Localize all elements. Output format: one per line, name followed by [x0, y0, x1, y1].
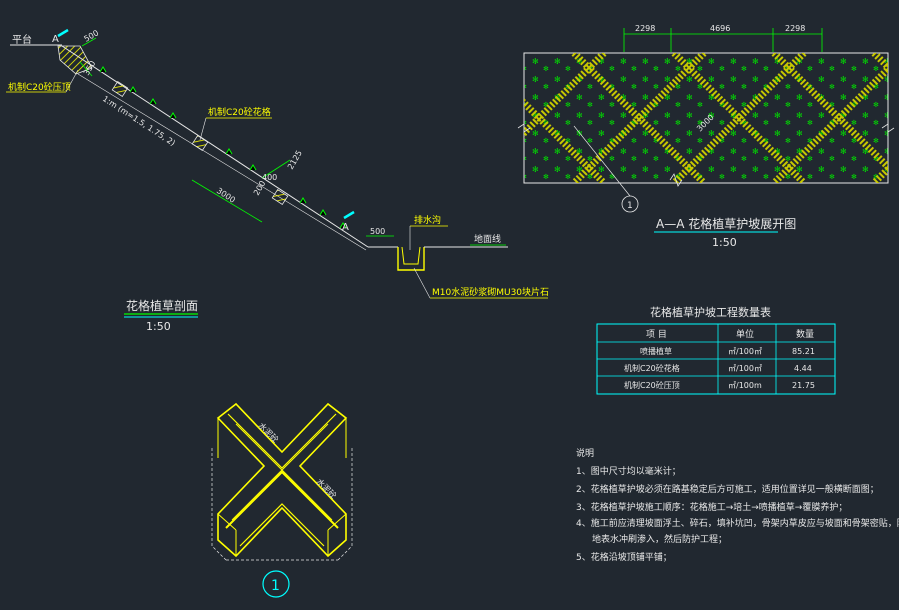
label-a-right: A [342, 222, 349, 233]
elevation-view: 2298 4696 2298 3000 [517, 24, 895, 249]
label-dim-400: 400 [262, 173, 277, 182]
table-row-2-unit: ㎡/100㎡ [728, 364, 762, 373]
detail-callout-circle [262, 570, 290, 598]
grid-block-1 [111, 80, 129, 98]
table-row-2-qty: 4.44 [794, 364, 812, 373]
elev-callout: 1 [627, 201, 633, 211]
label-platform: 平台 [12, 33, 32, 46]
label-drain: 排水沟 [414, 214, 441, 226]
note-4: 4、施工前应清理坡面浮土、碎石，填补坑凹，骨架内草皮应与坡面和骨架密贴，防止 [576, 517, 899, 529]
label-a-left: A [52, 34, 59, 45]
table-header-unit: 单位 [736, 328, 754, 340]
section-title: 花格植草剖面 [126, 298, 198, 313]
notes-block: 说明 1、图中尺寸均以毫米计； 2、花格植草护坡必须在路基稳定后方可施工，适用位… [576, 447, 899, 563]
table-row-3-unit: ㎡/100m [728, 381, 762, 390]
detail-label-a: 水泥砼 [257, 420, 281, 444]
table-row-1-unit: ㎡/100㎡ [728, 347, 762, 356]
label-dim-3000: 3000 [215, 186, 237, 205]
note-2: 2、花格植草护坡必须在路基稳定后方可施工，适用位置详见一般横断面图； [576, 483, 879, 495]
detail-label-b: 水泥砼 [315, 476, 339, 500]
table-title: 花格植草护坡工程数量表 [650, 305, 771, 319]
label-top-beam: 机制C20砼压顶 [8, 81, 71, 93]
section-scale: 1:50 [146, 320, 171, 333]
table-row-3-item: 机制C20砼压顶 [624, 380, 680, 390]
note-4-cont: 地表水冲刷渗入，然后防护工程； [592, 533, 727, 545]
slope-line-inner [77, 73, 367, 251]
note-5: 5、花格沿坡顶铺平铺； [576, 551, 672, 563]
notes-title: 说明 [576, 447, 594, 459]
slope-grass-marks [99, 66, 347, 229]
note-1: 1、图中尺寸均以毫米计； [576, 465, 681, 477]
table-row-2-item: 机制C20砼花格 [624, 363, 680, 373]
grid-block-3 [271, 188, 289, 206]
label-dim-2125: 2125 [286, 149, 304, 171]
elevation-scale: 1:50 [712, 236, 737, 249]
top-beam-hatch [57, 45, 93, 75]
label-grid-c20: 机制C20砼花格 [208, 106, 271, 118]
drain-ditch [397, 247, 425, 271]
grid-block-2 [191, 134, 209, 152]
diamond-lattice [524, 53, 888, 183]
elev-dim-right: 2298 [785, 24, 805, 33]
cut-marker-top [57, 28, 69, 38]
label-masonry: M10水泥砂浆砌MU30块片石 [432, 286, 549, 298]
table-row-1-qty: 85.21 [792, 347, 815, 356]
elevation-title: A—A 花格植草护坡展开图 [656, 216, 796, 231]
elev-dim-mid: 4696 [710, 24, 730, 33]
table-header-item: 项 目 [646, 329, 667, 340]
cut-marker-bottom [343, 210, 355, 220]
detail-view [211, 402, 353, 561]
detail-callout: 1 [271, 578, 280, 594]
table-row-1-item: 喷播植草 [640, 346, 672, 356]
slope-line [61, 45, 369, 248]
label-dim-500-bottom: 500 [370, 227, 385, 236]
table-row-3-qty: 21.75 [792, 381, 815, 390]
section-view: 平台 A 机制C20砼压顶 500 350 1:m (m=1.5, 1.75, … [6, 28, 549, 333]
label-ground: 地面线 [474, 233, 501, 245]
elev-dim-left: 2298 [635, 24, 655, 33]
elev-callout-circle [621, 195, 639, 213]
label-dim-500-top: 500 [83, 28, 101, 43]
quantity-table: 花格植草护坡工程数量表 项 目 单位 数量 喷播植草 ㎡/100㎡ 85.21 … [596, 305, 836, 395]
label-slope: 1:m (m=1.5, 1.75, 2) [101, 94, 177, 148]
note-3: 3、花格植草护坡施工顺序：花格施工→培土→喷播植草→覆膜养护； [576, 501, 847, 513]
table-header-qty: 数量 [796, 328, 814, 340]
